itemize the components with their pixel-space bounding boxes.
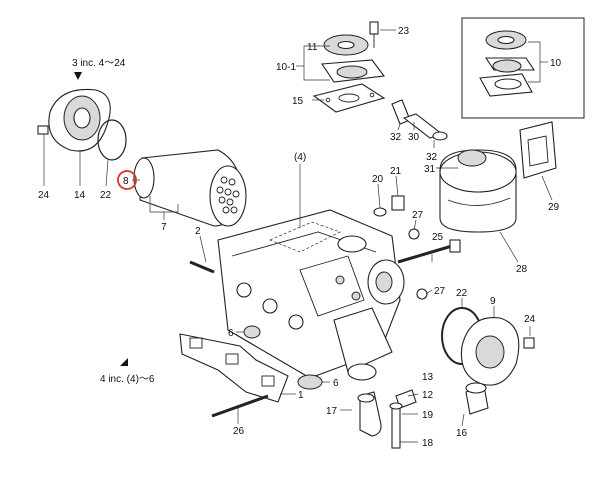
plugs: [236, 325, 330, 390]
label-p8: 8: [123, 176, 129, 187]
lower-fittings: [340, 382, 489, 449]
label-p17: 17: [326, 406, 338, 417]
water-tank: [436, 149, 519, 263]
label-p25: 25: [432, 232, 444, 243]
label-p26: 26: [233, 426, 245, 437]
stud-bolt: [189, 235, 215, 274]
part-labels: 8 24 14 22 7 2 (4) 11 10-1 15 23 32 30 3…: [38, 26, 562, 449]
top-note-arrow: [74, 72, 82, 80]
label-p4: (4): [294, 152, 306, 163]
label-p19: 19: [422, 410, 434, 421]
label-p15: 15: [292, 96, 304, 107]
label-p24b: 24: [524, 314, 536, 325]
label-p13: 13: [422, 372, 434, 383]
label-p31: 31: [424, 164, 436, 175]
label-p10: 10: [550, 58, 562, 69]
heat-exchanger: [132, 149, 247, 227]
label-p24a: 24: [38, 190, 50, 201]
label-p22a: 22: [100, 190, 112, 201]
gasket: [179, 333, 296, 424]
right-cover: [416, 288, 535, 386]
label-p22b: 22: [456, 288, 468, 299]
label-p11: 11: [307, 42, 318, 53]
label-p29: 29: [548, 202, 560, 213]
label-p16: 16: [456, 428, 468, 439]
tube-holes: [216, 176, 240, 214]
label-p23: 23: [398, 26, 410, 37]
main-block: [217, 164, 405, 381]
cover-assembly: [296, 21, 396, 113]
label-p6b: 6: [333, 378, 339, 389]
label-p2: 2: [195, 226, 201, 237]
label-p32a: 32: [390, 132, 402, 143]
label-p21: 21: [390, 166, 402, 177]
label-p27b: 27: [434, 286, 446, 297]
bottom-note-arrow: [120, 358, 128, 366]
label-p14: 14: [74, 190, 86, 201]
label-p20: 20: [372, 174, 384, 185]
label-p30: 30: [408, 132, 420, 143]
label-p32b: 32: [426, 152, 438, 163]
end-cover: [37, 88, 127, 187]
label-p6a: 6: [228, 328, 234, 339]
label-p27a: 27: [412, 210, 424, 221]
small-fittings: [373, 175, 420, 240]
label-p9: 9: [490, 296, 496, 307]
pin-parts: [391, 99, 448, 148]
note-top: 3 inc. 4～24: [72, 58, 126, 69]
label-p7: 7: [161, 222, 167, 233]
bracket: [519, 121, 557, 201]
note-bottom: 4 inc. (4)～6: [100, 374, 155, 385]
label-p18: 18: [422, 438, 434, 449]
highlight-circle: [117, 170, 137, 190]
label-p28: 28: [516, 264, 528, 275]
label-p10_1: 10-1: [276, 62, 296, 73]
label-p12: 12: [422, 390, 434, 401]
bolt-25: [397, 239, 461, 264]
label-p1: 1: [298, 390, 304, 401]
inset-box: [461, 17, 585, 119]
